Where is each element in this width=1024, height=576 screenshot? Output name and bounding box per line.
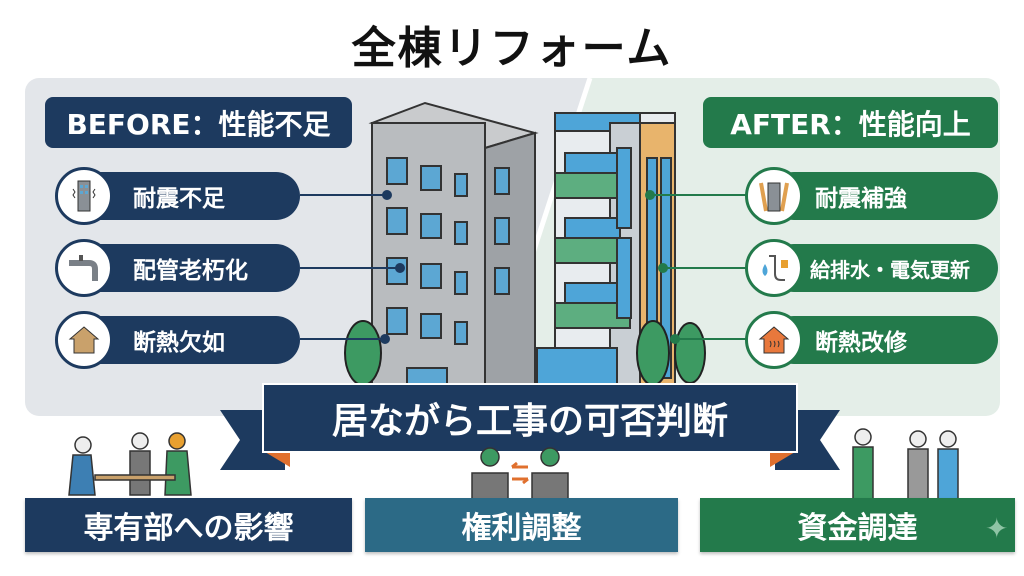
topic-rights-adjustment: 権利調整 <box>365 498 678 552</box>
before-label: BEFORE：性能不足 <box>45 97 352 148</box>
old-building <box>368 101 539 416</box>
before-item-seismic: 耐震不足 <box>75 172 300 220</box>
exchange-arrows-icon <box>511 461 529 485</box>
new-building <box>536 112 676 416</box>
cracked-building-icon <box>55 167 113 225</box>
topic-funding: 資金調達 <box>700 498 1015 552</box>
after-label: AFTER：性能向上 <box>703 97 998 148</box>
reinforced-building-icon <box>745 167 803 225</box>
item-label: 耐震補強 <box>815 186 907 212</box>
sparkle-icon: ✦ <box>985 512 1009 545</box>
negotiation-illustration <box>471 447 569 500</box>
page-title: 全棟リフォーム <box>351 23 673 74</box>
after-item-utilities: 給排水・電気更新 <box>770 244 998 292</box>
item-label: 配管老朽化 <box>133 258 248 284</box>
after-item-insulation: 断熱改修 <box>770 316 998 364</box>
topic-private-area-impact: 専有部への影響 <box>25 498 352 552</box>
item-label: 給排水・電気更新 <box>810 257 970 282</box>
heated-house-icon <box>745 311 803 369</box>
finance-team-illustration <box>852 428 959 500</box>
banner-title: 居ながら工事の可否判断 <box>262 383 798 453</box>
item-label: 断熱改修 <box>815 330 907 356</box>
after-item-seismic: 耐震補強 <box>770 172 998 220</box>
item-label: 耐震不足 <box>133 186 225 212</box>
item-label: 断熱欠如 <box>133 330 225 356</box>
house-icon <box>55 311 113 369</box>
workers-illustration <box>68 432 192 496</box>
faucet-pipe-icon <box>55 239 113 297</box>
water-plug-icon <box>745 239 803 297</box>
